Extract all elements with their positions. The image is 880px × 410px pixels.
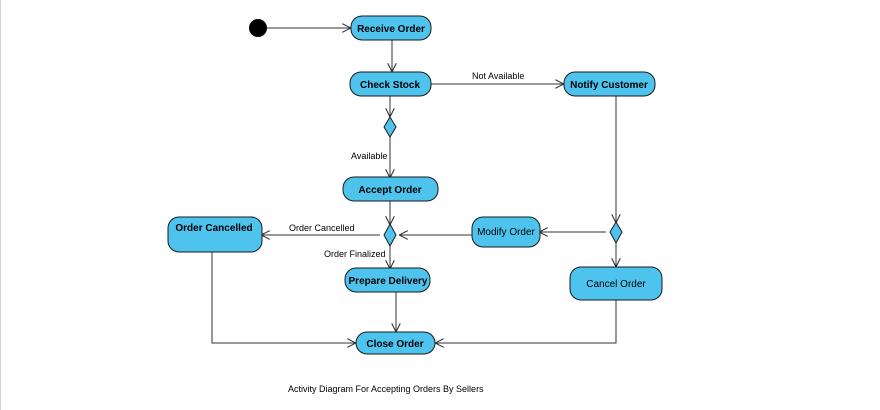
edges (211, 28, 617, 343)
customer-decision-diamond (609, 221, 623, 245)
edge-labels: Not Available Available Order Cancelled … (289, 71, 524, 259)
node-receive-order-label: Receive Order (357, 24, 425, 35)
node-notify-customer: Notify Customer (563, 71, 656, 97)
diagram-caption: Activity Diagram For Accepting Orders By… (288, 384, 484, 394)
node-modify-order: Modify Order (471, 216, 541, 248)
edge-label-order-finalized: Order Finalized (324, 249, 386, 259)
edge-label-available: Available (351, 151, 387, 161)
merge-decision-diamond (383, 222, 397, 248)
node-cancel-order-label: Cancel Order (586, 279, 646, 290)
node-modify-order-label: Modify Order (477, 227, 535, 238)
node-check-stock-label: Check Stock (360, 80, 420, 91)
initial-node (249, 19, 267, 37)
node-close-order-label: Close Order (366, 339, 423, 350)
edge-label-order-cancelled: Order Cancelled (289, 223, 355, 233)
node-accept-order: Accept Order (342, 176, 439, 202)
node-cancel-order: Cancel Order (569, 266, 663, 301)
node-prepare-delivery: Prepare Delivery (344, 267, 431, 293)
edge-cancelled-close (211, 252, 355, 343)
stock-decision-diamond (383, 116, 397, 138)
node-close-order: Close Order (355, 331, 436, 355)
node-check-stock: Check Stock (349, 71, 432, 97)
node-receive-order: Receive Order (350, 15, 432, 41)
edge-cancel-close (436, 300, 617, 343)
node-prepare-delivery-label: Prepare Delivery (349, 276, 428, 287)
node-notify-customer-label: Notify Customer (570, 80, 648, 91)
node-accept-order-label: Accept Order (358, 185, 421, 196)
node-order-cancelled-label: Order Cancelled (175, 223, 252, 234)
node-order-cancelled: Order Cancelled (167, 216, 263, 253)
edge-label-not-available: Not Available (472, 71, 524, 81)
page-border (0, 0, 1, 410)
